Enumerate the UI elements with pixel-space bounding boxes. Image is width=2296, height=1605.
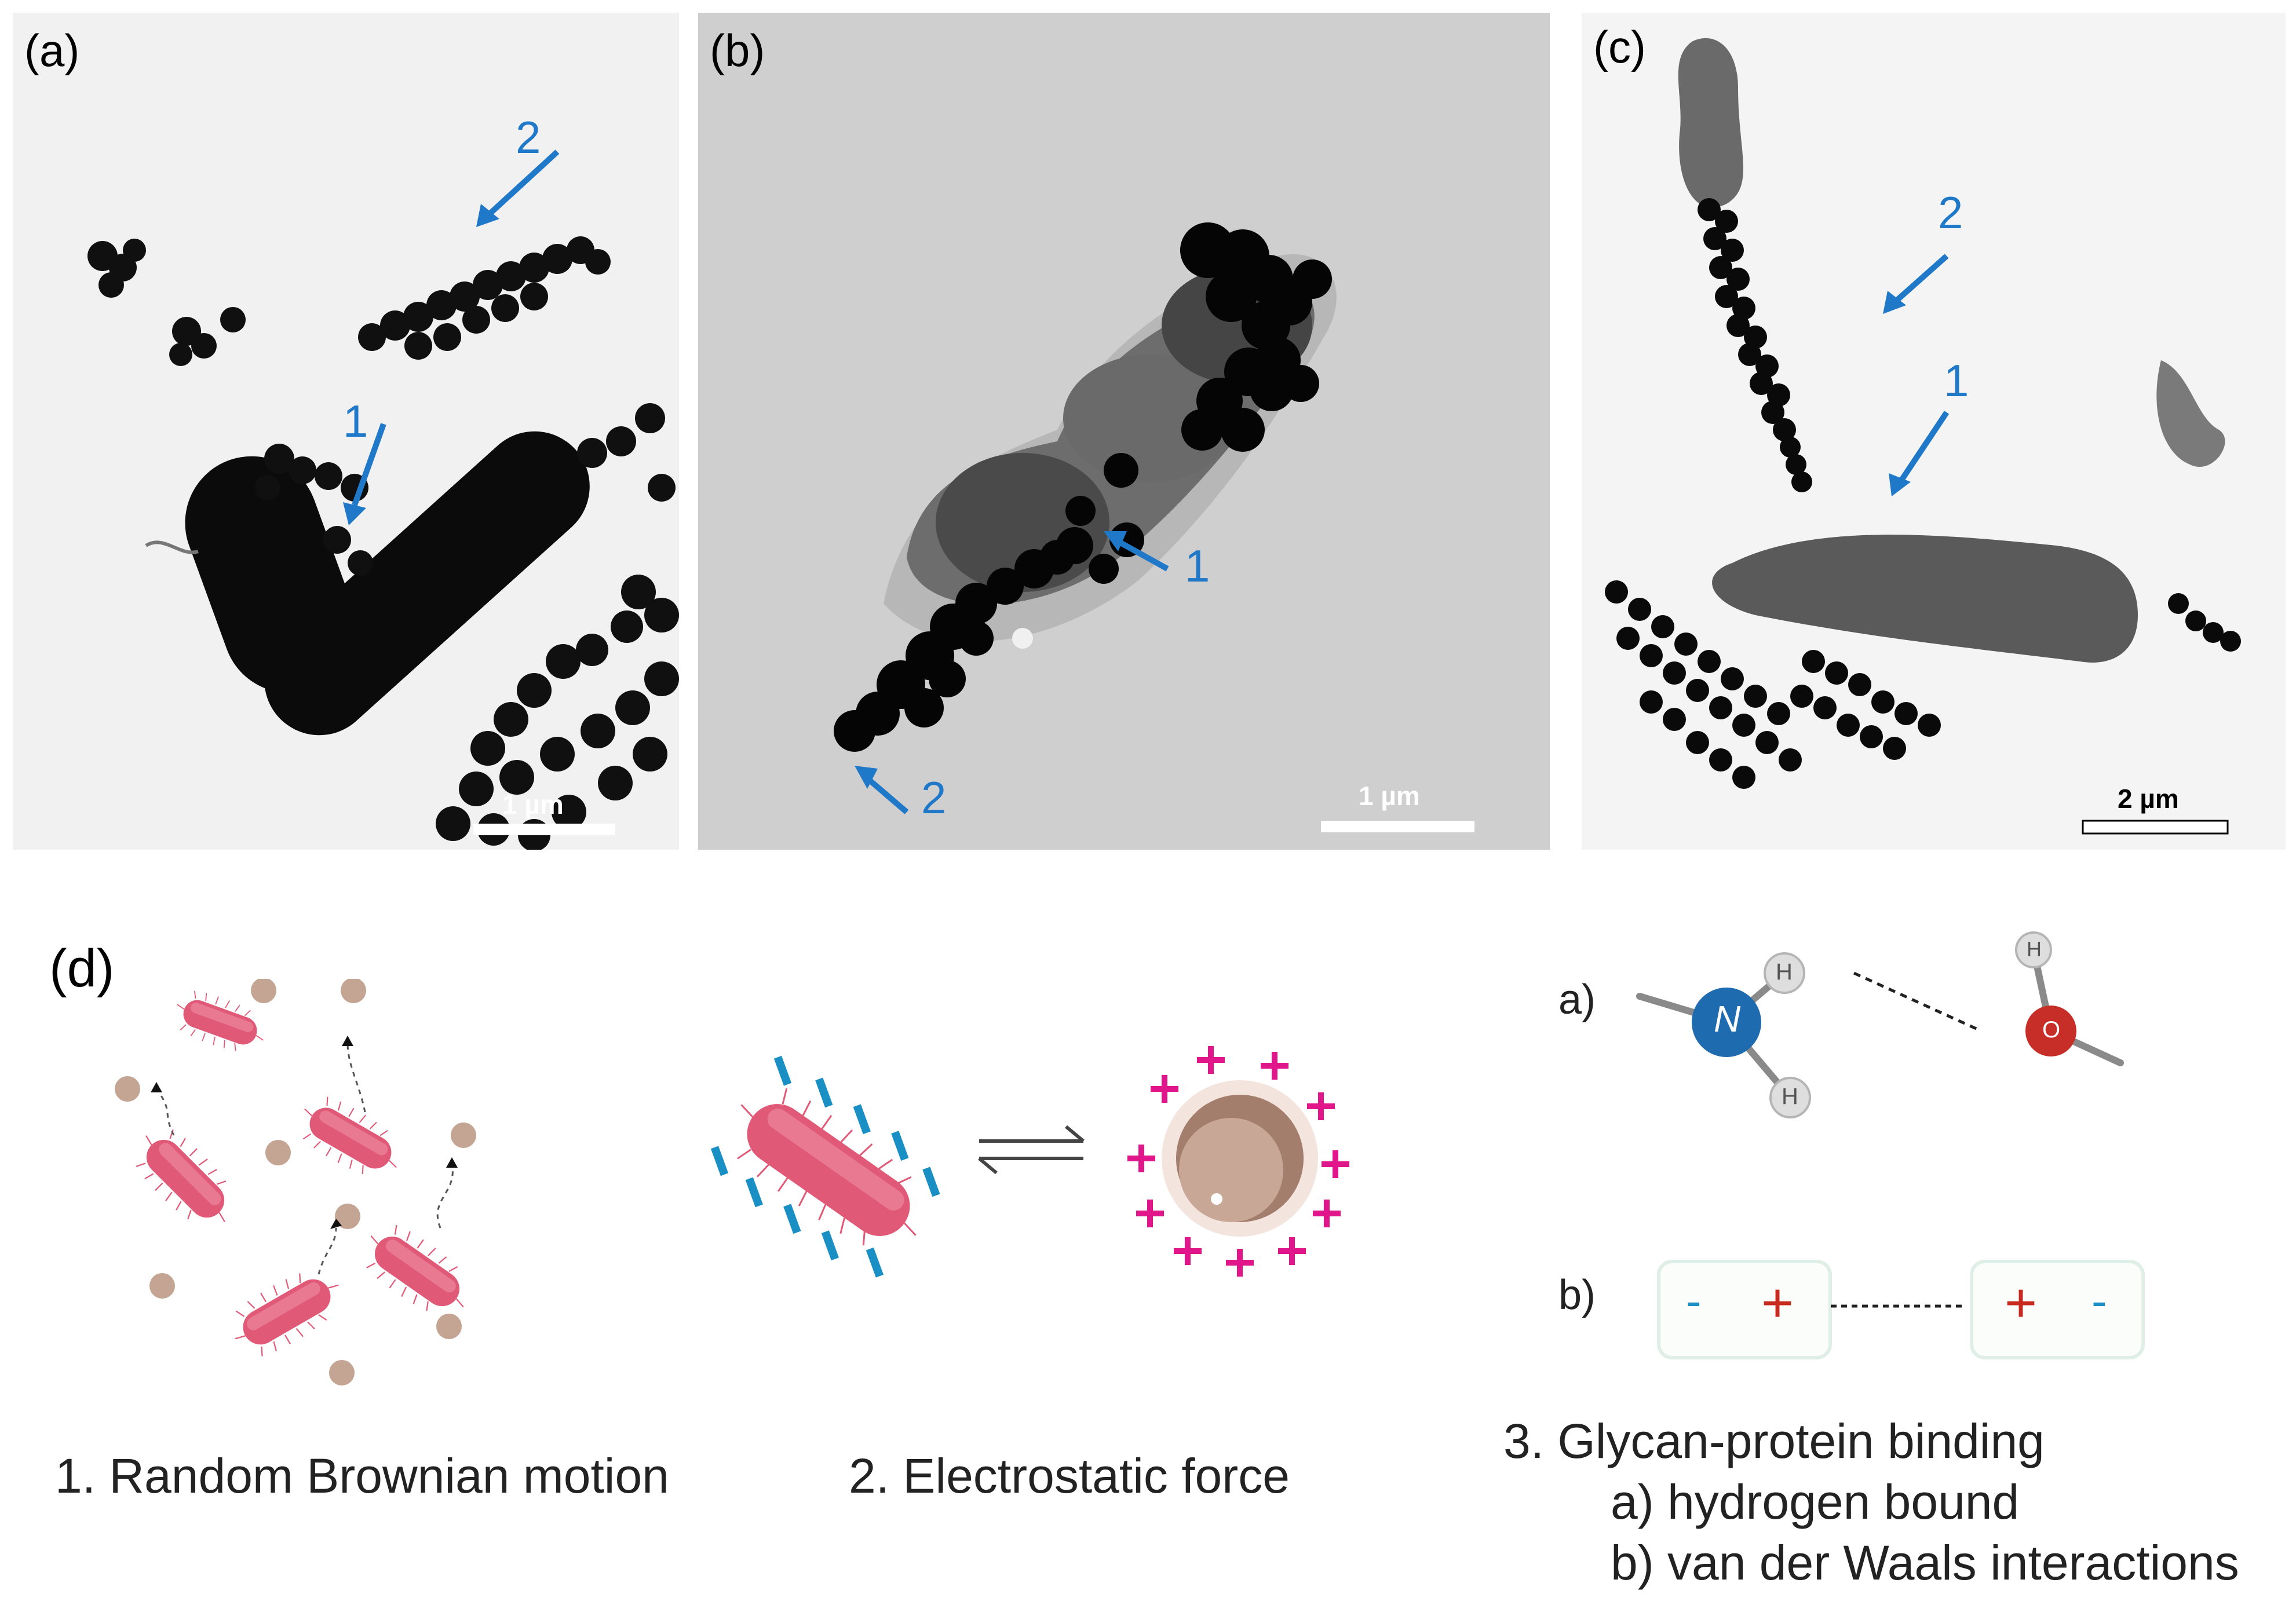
- panel-label-b: (b): [710, 25, 765, 76]
- charge-box-left: [1657, 1260, 1832, 1359]
- mechanism-3-caption: 3. Glycan-protein binding: [1503, 1414, 2045, 1468]
- arrow-number-2-c: 2: [1938, 187, 1963, 238]
- atom-n-label: N: [1714, 998, 1741, 1040]
- plus-sign-left: +: [1761, 1272, 1794, 1334]
- tem-panel-a: (a) 2 1 1 µm: [13, 13, 679, 850]
- arrow-2-b: [864, 775, 909, 814]
- charge-box-right: [1970, 1260, 2145, 1359]
- tem-image-c: [1582, 13, 2286, 850]
- vdw-dashed-line: [1831, 1304, 1964, 1308]
- plus-sign-right: +: [2005, 1272, 2038, 1334]
- sub-label-b: b): [1558, 1272, 1596, 1318]
- arrow-1-a: [352, 423, 386, 506]
- brownian-motion-illustration: [115, 979, 483, 1385]
- mechanism-3a-caption: a) hydrogen bound: [1611, 1475, 2020, 1529]
- arrow-number-1-a: 1: [343, 396, 368, 447]
- panel-label-d: (d): [49, 939, 115, 998]
- arrow-2-c: [1892, 254, 1949, 305]
- atom-o-label: O: [2042, 1017, 2061, 1043]
- arrow-1-b: [1114, 537, 1169, 572]
- minus-sign-right: -: [2091, 1275, 2107, 1326]
- mechanism-3b-caption: b) van der Waals interactions: [1611, 1535, 2239, 1590]
- panel-label-c: (c): [1593, 21, 1646, 72]
- arrow-2-a: [486, 149, 560, 218]
- electrostatic-illustration: [710, 1046, 1349, 1278]
- arrow-number-2-b: 2: [921, 772, 947, 823]
- atom-h3-label: H: [2027, 937, 2042, 961]
- arrow-number-1-c: 1: [1944, 355, 1969, 406]
- tem-panel-b: (b) 1 2 1 µm: [698, 13, 1550, 850]
- minus-sign-left: -: [1686, 1275, 1702, 1326]
- mechanism-1-caption: 1. Random Brownian motion: [55, 1449, 669, 1503]
- scale-label-b: 1 µm: [1359, 781, 1420, 811]
- arrow-number-2-a: 2: [516, 112, 541, 163]
- tem-image-a: [13, 13, 679, 850]
- sub-label-a: a): [1558, 977, 1596, 1023]
- arrow-1-c: [1897, 411, 1950, 484]
- scale-label-a: 1 µm: [502, 789, 564, 820]
- atom-h2-label: H: [1782, 1084, 1798, 1109]
- scale-label-c: 2 µm: [2118, 784, 2179, 814]
- mechanism-2-caption: 2. Electrostatic force: [849, 1449, 1290, 1503]
- arrow-number-1-b: 1: [1185, 540, 1210, 591]
- atom-h1-label: H: [1776, 959, 1793, 985]
- panel-label-a: (a): [24, 25, 80, 76]
- tem-image-b: [698, 13, 1550, 850]
- tem-panel-c: (c) 2 1 2 µm: [1582, 13, 2286, 850]
- hydrogen-bond-illustration: [1636, 931, 2124, 1118]
